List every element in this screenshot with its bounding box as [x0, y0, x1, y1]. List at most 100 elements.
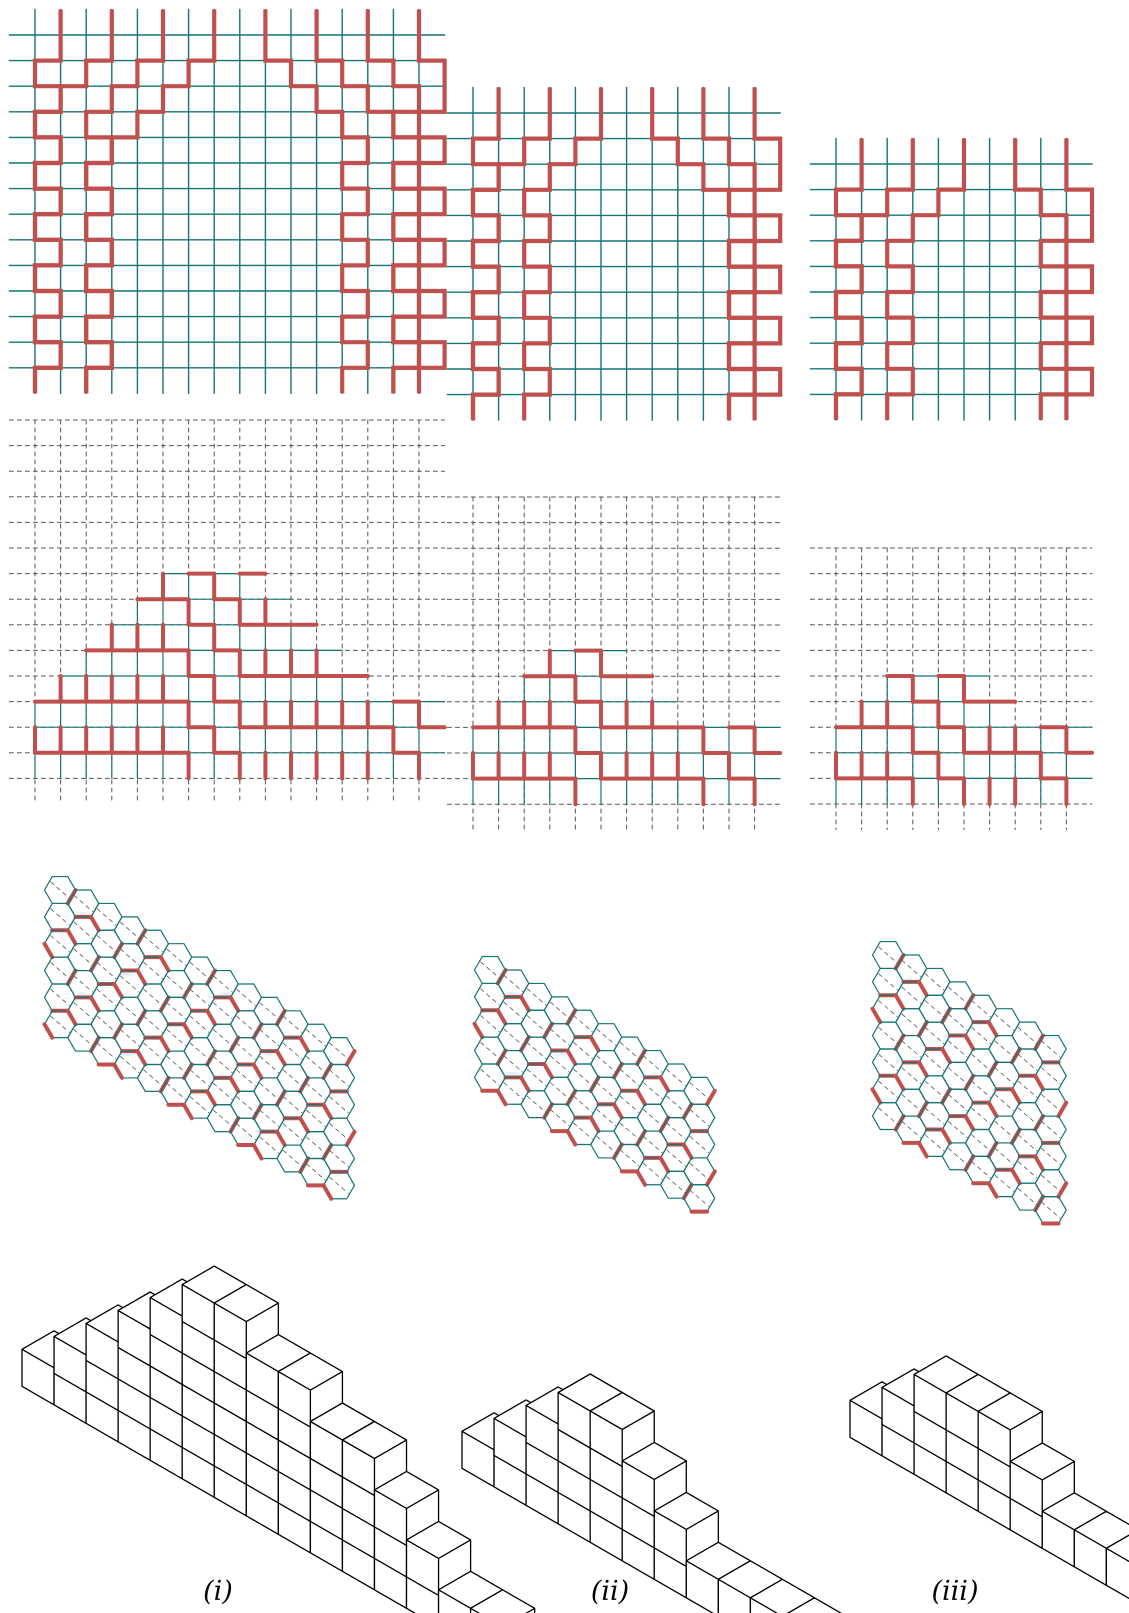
domino-panel-1: [9, 420, 444, 804]
dashed-rhombus-line: [550, 1083, 569, 1099]
dashed-rhombus-line: [1018, 1054, 1037, 1070]
dimer-edge: [707, 1091, 715, 1104]
dimer-edge: [91, 917, 99, 930]
dashed-rhombus-line: [283, 1016, 302, 1032]
dimer-edge: [207, 1091, 215, 1104]
dashed-rhombus-line: [51, 962, 70, 978]
dashed-rhombus-line: [51, 936, 70, 952]
dashed-rhombus-line: [574, 1069, 593, 1085]
cube-stack-3: [850, 1356, 1129, 1604]
dashed-rhombus-line: [879, 1108, 898, 1124]
dashed-rhombus-line: [667, 1123, 686, 1139]
dashed-rhombus-line: [879, 1054, 898, 1070]
dashed-rhombus-line: [330, 1124, 349, 1140]
dimer-edge: [475, 1024, 483, 1037]
dashed-rhombus-line: [167, 1083, 186, 1099]
dashed-rhombus-line: [260, 1030, 279, 1046]
dimer-edge: [114, 984, 122, 997]
dashed-rhombus-line: [995, 1068, 1014, 1084]
dashed-rhombus-line: [330, 1070, 349, 1086]
dimer-edge: [1012, 1089, 1020, 1102]
dashed-rhombus-line: [879, 947, 898, 963]
dashed-rhombus-line: [995, 1175, 1014, 1191]
dimer-edge: [184, 1105, 192, 1118]
dashed-rhombus-line: [167, 1003, 186, 1019]
domino-panel-2: [447, 497, 780, 830]
dashed-rhombus-line: [995, 1041, 1014, 1057]
dimer-edge: [91, 997, 99, 1010]
dashed-rhombus-line: [260, 1137, 279, 1153]
dashed-rhombus-line: [643, 1136, 662, 1152]
dashed-rhombus-line: [144, 936, 163, 952]
lattice-path-row: [9, 9, 1092, 420]
dashed-rhombus-line: [504, 1002, 523, 1018]
dimer-edge: [942, 1130, 950, 1143]
dashed-rhombus-line: [925, 1135, 944, 1151]
dimer-edge: [347, 1051, 355, 1064]
dashed-rhombus-line: [1018, 1189, 1037, 1205]
lattice-path: [86, 9, 163, 393]
lattice-path: [1066, 138, 1092, 420]
dimer-edge: [989, 1022, 997, 1035]
dashed-rhombus-line: [120, 1030, 139, 1046]
dimer-edge: [277, 1051, 285, 1064]
dashed-rhombus-line: [948, 1068, 967, 1084]
cube-stack-2: [462, 1374, 847, 1613]
dashed-rhombus-line: [1041, 1041, 1060, 1057]
lattice-path: [419, 9, 445, 393]
dimer-edge: [966, 1036, 974, 1049]
dashed-rhombus-line: [306, 1030, 325, 1046]
dimer-edge: [324, 1185, 332, 1198]
caption-i: (i): [203, 1576, 233, 1607]
dashed-rhombus-line: [948, 1014, 967, 1030]
dashed-rhombus-line: [283, 1070, 302, 1086]
dashed-rhombus-line: [120, 922, 139, 938]
lattice-path: [755, 87, 781, 420]
dashed-rhombus-line: [1018, 1027, 1037, 1043]
dashed-rhombus-line: [144, 962, 163, 978]
dashed-rhombus-line: [667, 1177, 686, 1193]
dashed-rhombus-line: [74, 976, 93, 992]
dashed-rhombus-line: [620, 1096, 639, 1112]
dashed-rhombus-line: [972, 1027, 991, 1043]
dashed-rhombus-line: [902, 1014, 921, 1030]
dashed-rhombus-line: [51, 909, 70, 925]
dashed-rhombus-line: [120, 1003, 139, 1019]
dashed-rhombus-line: [925, 1054, 944, 1070]
dashed-rhombus-line: [690, 1163, 709, 1179]
dashed-rhombus-line: [306, 1083, 325, 1099]
dashed-rhombus-line: [902, 960, 921, 976]
dimer-edge: [614, 1104, 622, 1117]
dashed-rhombus-line: [74, 949, 93, 965]
dashed-rhombus-line: [620, 1069, 639, 1085]
dashed-rhombus-line: [690, 1110, 709, 1126]
dashed-rhombus-line: [690, 1136, 709, 1152]
dashed-rhombus-line: [213, 976, 232, 992]
dashed-rhombus-line: [97, 1016, 116, 1032]
dashed-rhombus-line: [190, 1070, 209, 1086]
dashed-rhombus-line: [643, 1083, 662, 1099]
hex-panel-1: [45, 877, 355, 1199]
dashed-rhombus-line: [283, 1043, 302, 1059]
lattice-panel-3: [810, 138, 1092, 420]
dashed-rhombus-line: [925, 1108, 944, 1124]
dashed-rhombus-line: [1041, 1121, 1060, 1137]
dashed-rhombus-line: [879, 974, 898, 990]
dashed-rhombus-line: [237, 1016, 256, 1032]
dashed-rhombus-line: [574, 1123, 593, 1139]
dashed-rhombus-line: [972, 1108, 991, 1124]
dashed-rhombus-line: [97, 989, 116, 1005]
dashed-rhombus-line: [550, 1002, 569, 1018]
dashed-rhombus-line: [527, 1069, 546, 1085]
dashed-rhombus-line: [237, 1043, 256, 1059]
dashed-rhombus-line: [972, 1001, 991, 1017]
dashed-rhombus-line: [306, 1056, 325, 1072]
dashed-rhombus-line: [527, 1096, 546, 1112]
dashed-rhombus-line: [306, 1110, 325, 1126]
dashed-rhombus-line: [550, 1056, 569, 1072]
dimer-edge: [896, 995, 904, 1008]
dashed-rhombus-line: [306, 1164, 325, 1180]
dashed-rhombus-line: [481, 1016, 500, 1032]
dashed-rhombus-line: [51, 1016, 70, 1032]
